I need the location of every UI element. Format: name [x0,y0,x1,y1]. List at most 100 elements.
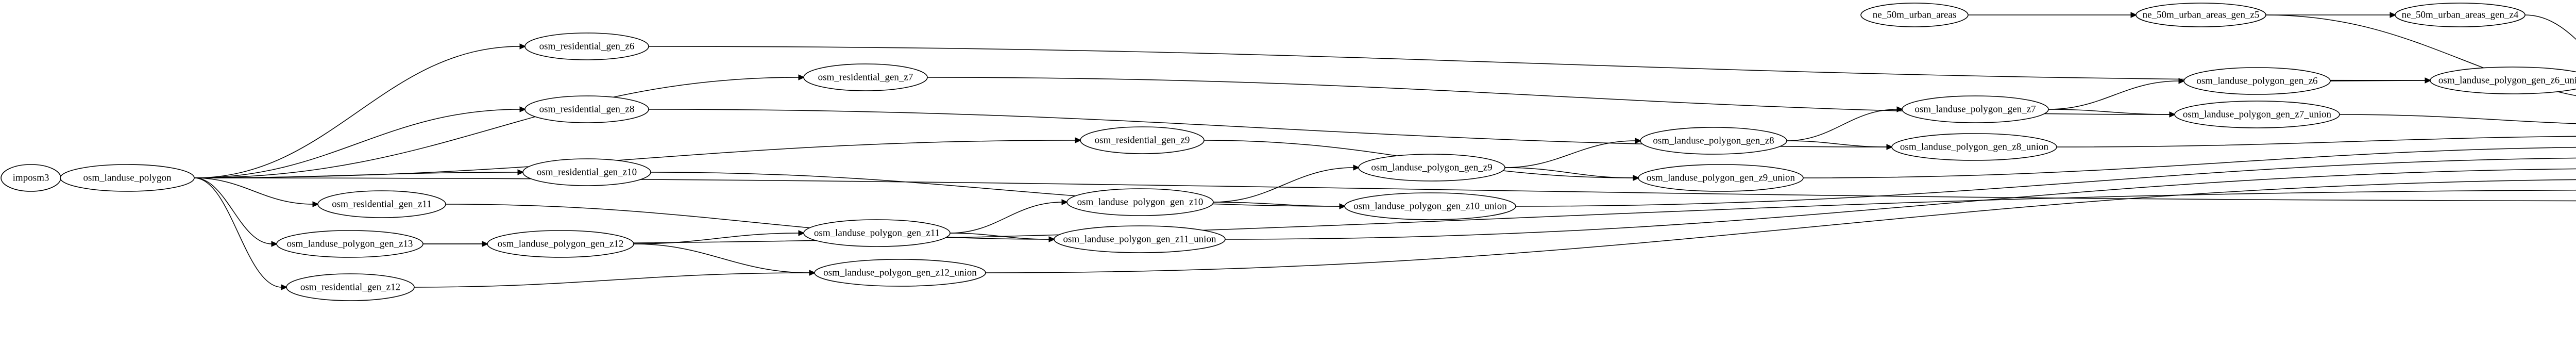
node-label: osm_landuse_polygon_gen_z11_union [1063,234,1216,244]
node-shape [803,219,951,247]
graph-node-osm_landuse_polygon_gen_z11_union[interactable]: osm_landuse_polygon_gen_z11_union [1054,225,1226,253]
graph-node-osm_landuse_polygon_gen_z6_union[interactable]: osm_landuse_polygon_gen_z6_union [2430,67,2576,94]
node-label: osm_residential_gen_z11 [332,199,431,209]
graph-node-osm_residential_gen_z9[interactable]: osm_residential_gen_z9 [1080,126,1205,154]
graph-node-osm_landuse_polygon_gen_z9[interactable]: osm_landuse_polygon_gen_z9 [1358,154,1505,182]
graph-node-ne_50m_urban_areas_gen_z4[interactable]: ne_50m_urban_areas_gen_z4 [2395,3,2526,27]
arrow-head-icon [519,106,527,112]
arrow-head-icon [1353,164,1360,171]
graph-node-osm_landuse_polygon_gen_z12_union[interactable]: osm_landuse_polygon_gen_z12_union [814,259,986,287]
node-label: osm_landuse_polygon [83,172,172,183]
graph-node-osm_landuse_polygon_gen_z7[interactable]: osm_landuse_polygon_gen_z7 [1902,95,2049,123]
graph-node-ne_50m_urban_areas_gen_z5[interactable]: ne_50m_urban_areas_gen_z5 [2136,3,2266,27]
node-label: ne_50m_urban_areas_gen_z4 [2402,9,2519,20]
graph-edge [2524,14,2576,40]
graph-edge [985,179,2576,273]
graph-node-imposm3[interactable]: imposm3 [1,164,61,192]
graph-node-osm_landuse_polygon[interactable]: osm_landuse_polygon [60,164,195,192]
graph-node-osm_residential_gen_z6[interactable]: osm_residential_gen_z6 [524,32,649,60]
node-label: osm_landuse_polygon_gen_z9_union [1647,172,1795,183]
node-shape [1640,127,1787,155]
arrow-head-icon [798,230,805,236]
graph-node-osm_residential_gen_z7[interactable]: osm_residential_gen_z7 [803,63,928,91]
node-label: osm_residential_gen_z7 [818,72,913,83]
graph-edge [1803,146,2576,178]
arrow-head-icon [1635,138,1642,144]
arrow-head-icon [1633,175,1640,181]
graph-node-osm_landuse_polygon_gen_z12[interactable]: osm_landuse_polygon_gen_z12 [487,230,634,258]
graph-node-ne_50m_urban_areas[interactable]: ne_50m_urban_areas [1860,3,1969,27]
graph-edge [1213,167,1354,203]
graph-node-osm_landuse_polygon_gen_z8_union[interactable]: osm_landuse_polygon_gen_z8_union [1891,133,2057,161]
node-label: osm_landuse_polygon_gen_z8 [1653,135,1774,146]
graph-edge [950,202,1063,234]
node-label: osm_landuse_polygon_gen_z10_union [1353,201,1507,211]
arrow-head-icon [517,169,524,175]
node-shape [286,273,415,301]
graph-node-osm_landuse_polygon_gen_z10_union[interactable]: osm_landuse_polygon_gen_z10_union [1344,192,1516,220]
graph-edge [633,233,800,244]
graph-edge [1225,168,2576,240]
node-shape [60,164,195,192]
graph-node-osm_landuse_polygon_gen_z9_union[interactable]: osm_landuse_polygon_gen_z9_union [1638,164,1804,192]
node-shape [487,230,634,258]
graph-edge [194,109,521,178]
node-shape [276,230,423,258]
graph-edge [950,233,1050,240]
graph-node-osm_residential_gen_z11[interactable]: osm_residential_gen_z11 [317,190,446,218]
graph-node-osm_residential_gen_z12[interactable]: osm_residential_gen_z12 [286,273,415,301]
edge-layer [55,12,2576,290]
node-label: osm_landuse_polygon_gen_z7_union [2183,109,2332,120]
graph-edge [1515,157,2576,207]
node-label: osm_residential_gen_z9 [1095,135,1190,145]
node-shape [1891,133,2057,161]
graph-edge [194,46,521,178]
node-shape [814,259,986,287]
arrow-head-icon [1061,199,1069,205]
graph-node-osm_landuse_polygon_gen_z7_union[interactable]: osm_landuse_polygon_gen_z7_union [2174,101,2340,128]
graph-edge [194,177,314,205]
node-label: osm_residential_gen_z8 [539,104,635,114]
graph-node-osm_landuse_polygon_gen_z13[interactable]: osm_landuse_polygon_gen_z13 [276,230,423,258]
graph-edge [2330,80,2426,81]
arrow-head-icon [519,43,527,50]
node-label: ne_50m_urban_areas_gen_z5 [2143,9,2260,20]
arrow-head-icon [1075,137,1082,143]
node-shape [1080,126,1205,154]
node-label: osm_landuse_polygon_gen_z13 [287,238,413,249]
node-shape [2430,67,2576,94]
graph-node-osm_landuse_polygon_gen_z11[interactable]: osm_landuse_polygon_gen_z11 [803,219,951,247]
graph-node-osm_landuse_polygon_gen_z6[interactable]: osm_landuse_polygon_gen_z6 [2183,67,2331,95]
arrow-head-icon [809,270,816,276]
node-shape [522,158,651,186]
graph-edge [414,272,810,288]
graph-node-osm_residential_gen_z10[interactable]: osm_residential_gen_z10 [522,158,651,186]
graph-node-osm_residential_gen_z8[interactable]: osm_residential_gen_z8 [524,95,649,123]
node-shape [2395,3,2526,27]
graph-edge [2048,109,2171,115]
arrow-head-icon [2130,12,2138,18]
graph-edge [650,172,1341,207]
node-shape [1860,3,1969,27]
graph-edge [1504,140,1636,168]
graph-node-osm_landuse_polygon_gen_z8[interactable]: osm_landuse_polygon_gen_z8 [1640,127,1787,155]
graph-edge [194,177,282,288]
node-shape [1358,154,1505,182]
node-label: osm_residential_gen_z10 [537,167,637,177]
graph-edge [194,177,273,244]
node-label: osm_residential_gen_z12 [300,282,400,292]
node-label: osm_landuse_polygon_gen_z6 [2196,75,2317,86]
graph-edge [1504,167,1634,178]
node-shape [317,190,446,218]
node-label: osm_landuse_polygon_gen_z9 [1371,162,1492,173]
graph-node-osm_landuse_polygon_gen_z10[interactable]: osm_landuse_polygon_gen_z10 [1066,188,1214,216]
arrow-head-icon [1048,236,1056,242]
arrow-head-icon [281,284,288,290]
node-shape [524,32,649,60]
node-shape [1902,95,2049,123]
node-shape [803,63,928,91]
arrow-head-icon [2178,78,2185,84]
arrow-head-icon [2389,12,2397,18]
